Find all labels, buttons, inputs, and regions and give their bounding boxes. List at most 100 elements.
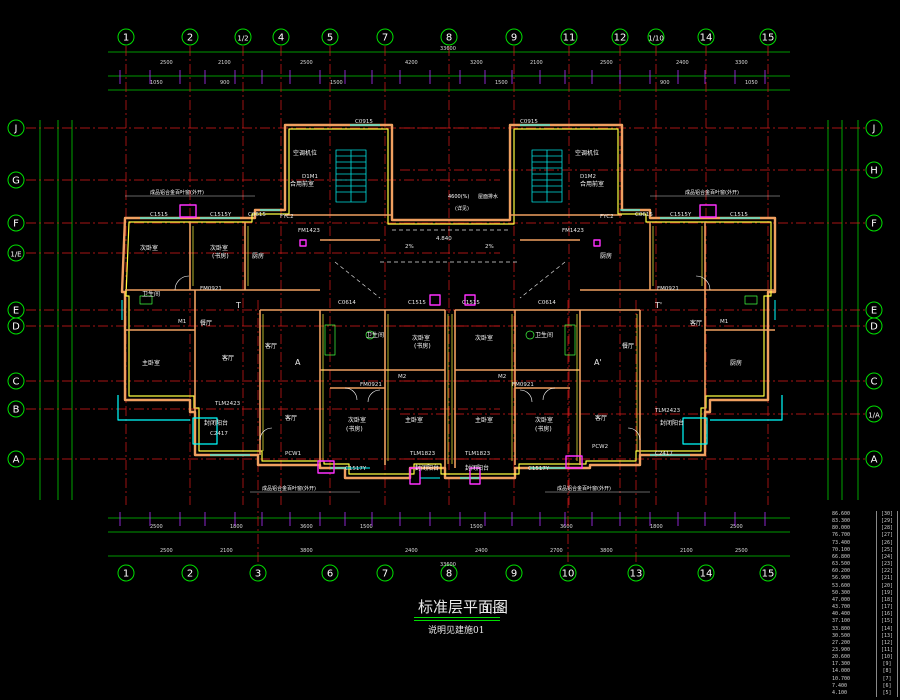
note: 成品铝合金百叶窗(外开) (685, 189, 739, 196)
room-label: 主卧室 (475, 416, 493, 424)
tag: C0615 (635, 212, 653, 218)
floor-number: [14] (876, 625, 898, 633)
tag: FM0921 (360, 382, 382, 388)
svg-text:3600: 3600 (300, 524, 313, 530)
svg-text:2500: 2500 (735, 548, 748, 554)
svg-text:1/2: 1/2 (237, 35, 248, 43)
floor-number: [15] (876, 618, 898, 626)
tag: C2417 (655, 451, 673, 457)
room-label: (书房) (346, 425, 363, 433)
axis-bubble-top: 1 (117, 28, 135, 46)
purple-ticks (119, 70, 766, 526)
svg-text:2100: 2100 (218, 60, 231, 66)
note: 屋面排水 (478, 193, 498, 200)
tag: C0915 (520, 119, 538, 125)
axis-bubble-left: J (7, 119, 25, 137)
title-underline-2 (414, 620, 500, 621)
floor-number: [26] (876, 539, 898, 547)
axis-bubble-right: C (865, 372, 883, 390)
elevation-value: 40.400 (832, 611, 851, 618)
svg-text:2500: 2500 (160, 548, 173, 554)
floor-number: [13] (876, 632, 898, 640)
room-label: 次卧室 (348, 416, 366, 424)
elevation-value: 27.200 (832, 639, 851, 646)
room-label: 餐厅 (200, 319, 212, 327)
elevation-value: 50.300 (832, 589, 851, 596)
axis-bubble-right: A (865, 450, 883, 468)
elevation-value: 43.700 (832, 604, 851, 611)
room-label: 次卧室 (535, 416, 553, 424)
room-labels: 次卧室 次卧室 (书房) 厨房 餐厅 主卧室 客厅 客厅 次卧室 (书房) 主卧… (140, 149, 742, 472)
floor-number: [27] (876, 532, 898, 540)
note: (详见) (455, 205, 469, 212)
room-label: 卫生间 (142, 290, 160, 298)
axis-bubble-bottom: 8 (440, 564, 458, 582)
svg-text:2500: 2500 (300, 60, 313, 66)
tag: TLM2423 (214, 401, 241, 407)
elevation-value: 60.200 (832, 568, 851, 575)
axis-bubble-top: 9 (505, 28, 523, 46)
floor-number: [11] (876, 646, 898, 655)
tag: M1 (178, 319, 186, 325)
floor-number: [22] (876, 568, 898, 576)
tag: M1 (720, 319, 728, 325)
floor-number: [6] (876, 682, 898, 690)
elevation-row: 37.100[15] (832, 618, 898, 626)
tag: FM1423 (562, 228, 584, 234)
tag: C2417 (210, 431, 228, 437)
floor-number: [9] (876, 661, 898, 669)
tag: FM0921 (657, 286, 679, 292)
svg-text:15: 15 (762, 569, 775, 580)
svg-text:G: G (12, 176, 20, 187)
svg-text:12: 12 (614, 33, 627, 44)
note: 4600(%) (448, 194, 469, 200)
svg-text:2400: 2400 (405, 548, 418, 554)
room-label: 合用前室 (580, 180, 604, 188)
axis-bubble-bottom: 10 (559, 564, 577, 582)
axis-bubble-right: D (865, 317, 883, 335)
tag: 4.840 (436, 236, 452, 242)
axis-bubble-top: 14 (697, 28, 715, 46)
svg-text:14: 14 (700, 33, 713, 44)
axis-bubble-bottom: 3 (249, 564, 267, 582)
elevation-row: 66.800[24] (832, 553, 898, 562)
elevation-row: 10.700[7] (832, 675, 898, 683)
elevation-row: 27.200 [12] (832, 639, 898, 647)
elevation-value: 63.500 (832, 561, 851, 568)
tag: 2% (405, 244, 414, 250)
elevation-value: 66.800 (832, 553, 851, 560)
axis-bubble-bottom: 13 (627, 564, 645, 582)
room-label: 封闭阳台 (204, 419, 228, 427)
axis-bubble-bottom: 15 (759, 564, 777, 582)
building-walls (117, 123, 783, 485)
svg-text:F: F (871, 219, 877, 230)
svg-text:7: 7 (382, 33, 388, 44)
tag: C0915 (355, 119, 373, 125)
elevation-value: 17.300 (832, 661, 851, 668)
tag: D1M1 (302, 174, 318, 180)
floor-number: [12] (876, 639, 898, 647)
axis-bubble-left: G (7, 171, 25, 189)
tag: FYC2 (600, 214, 614, 220)
svg-text:8: 8 (446, 569, 452, 580)
room-label: (书房) (414, 342, 431, 350)
svg-text:14: 14 (700, 569, 713, 580)
axis-bubble-bottom: 9 (505, 564, 523, 582)
elevation-value: 33.800 (832, 625, 851, 632)
tag: M2 (398, 374, 406, 380)
svg-text:9: 9 (511, 569, 517, 580)
elevation-row: 20.600[10] (832, 654, 898, 662)
elevation-row: 73.400[26] (832, 539, 898, 547)
room-label: 客厅 (595, 414, 607, 422)
room-label: 主卧室 (142, 359, 160, 367)
svg-text:3200: 3200 (470, 60, 483, 66)
svg-text:E: E (13, 306, 19, 317)
floor-number: [23] (876, 561, 898, 569)
svg-text:7: 7 (382, 569, 388, 580)
axis-grid-lines (26, 46, 866, 563)
note: 成品铝合金百叶窗(外开) (557, 485, 611, 492)
axis-bubble-top: 1/2 (234, 28, 252, 46)
svg-text:3600: 3600 (560, 524, 573, 530)
svg-text:1/10: 1/10 (648, 35, 664, 43)
